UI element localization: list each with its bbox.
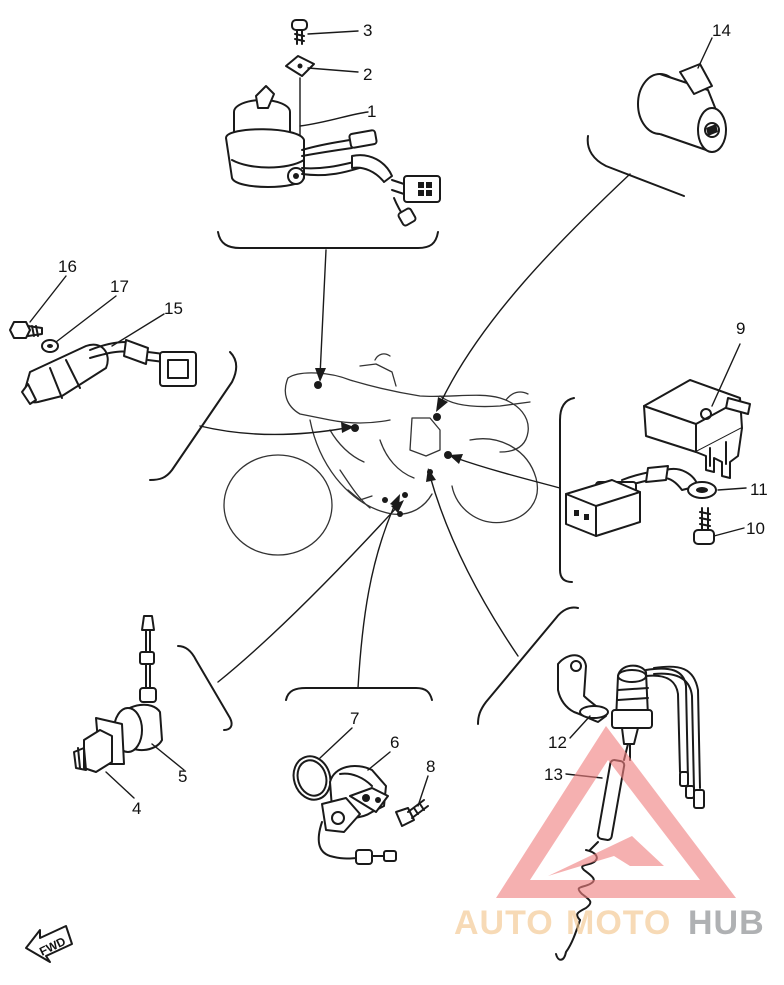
part-label-13: 13	[544, 765, 563, 784]
neutral-switch-assembly	[73, 615, 185, 799]
watermark: AUTO MOTO HUB	[454, 726, 765, 942]
part-label-4: 4	[132, 799, 141, 818]
part-label-6: 6	[390, 733, 399, 752]
part-label-15: 15	[164, 299, 183, 318]
connection-points	[314, 381, 452, 517]
part-label-17: 17	[110, 277, 129, 296]
part-label-12: 12	[548, 733, 567, 752]
part-label-11: 11	[750, 480, 768, 499]
main-switch-assembly	[225, 19, 441, 227]
watermark-text-hub: HUB	[688, 904, 765, 942]
part-label-2: 2	[363, 65, 372, 84]
part-labels: 3 2 1 14 16 17 15 9 11 10 5 4 7 6 8 12 1…	[58, 21, 768, 818]
sensor-assembly	[292, 727, 429, 865]
part-label-1: 1	[367, 102, 376, 121]
forward-direction-arrow: FWD	[25, 925, 73, 963]
watermark-text-auto: AUTO	[454, 904, 554, 942]
relay-assembly	[9, 275, 197, 405]
part-label-5: 5	[178, 767, 187, 786]
part-label-9: 9	[736, 319, 745, 338]
rectifier-assembly	[565, 343, 751, 545]
part-label-14: 14	[712, 21, 731, 40]
part-label-10: 10	[746, 519, 765, 538]
watermark-text-moto: MOTO	[566, 904, 671, 942]
group-brackets	[149, 135, 685, 731]
part-label-7: 7	[350, 709, 359, 728]
brake-switch-assembly	[555, 654, 705, 961]
part-label-16: 16	[58, 257, 77, 276]
part-label-3: 3	[363, 21, 372, 40]
flasher-relay	[637, 37, 727, 153]
watermark-triangle	[496, 726, 736, 898]
leader-arrows	[199, 173, 631, 689]
part-label-8: 8	[426, 757, 435, 776]
motorcycle-outline	[223, 353, 538, 556]
